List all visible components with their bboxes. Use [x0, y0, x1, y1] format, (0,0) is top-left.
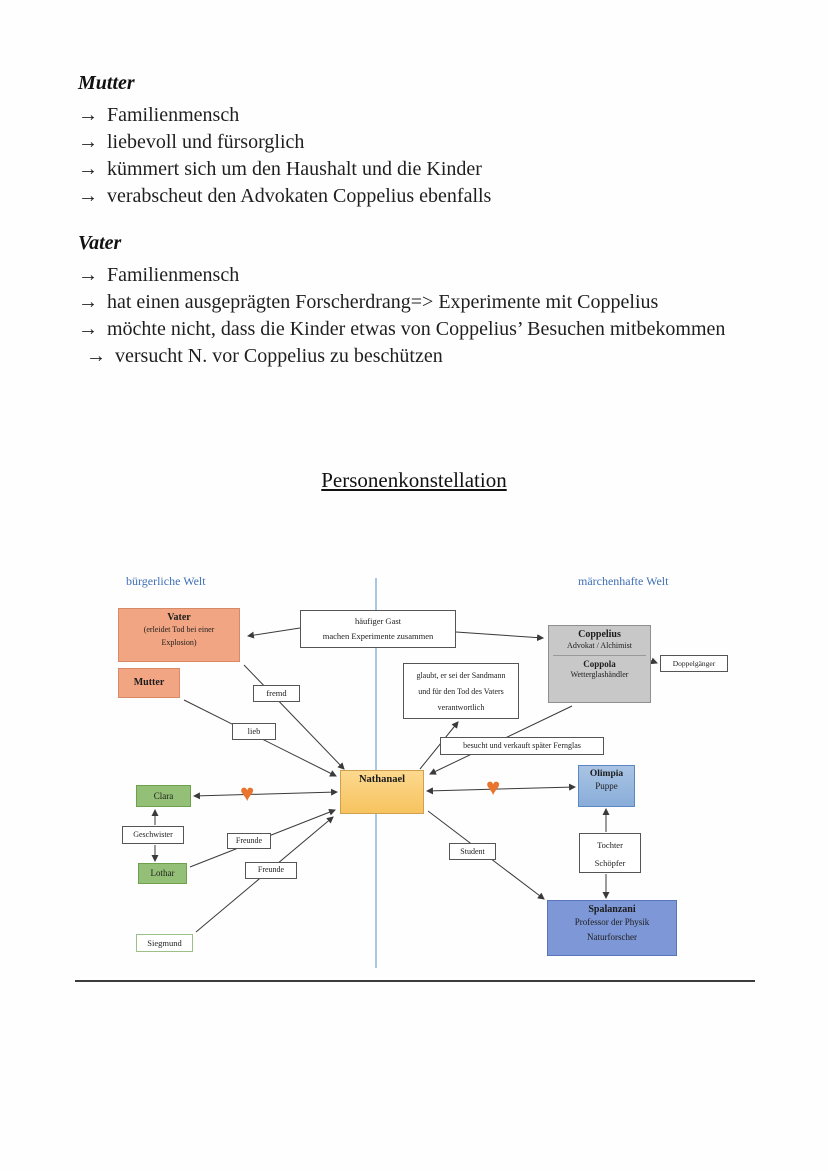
- note-item: → versucht N. vor Coppelius zu beschützen: [78, 343, 728, 370]
- edge-label-freunde-text: Freunde: [257, 865, 285, 874]
- note-item: → Familienmensch: [78, 262, 728, 289]
- section-heading-vater: Vater: [78, 232, 122, 254]
- arrow-bullet-icon: →: [78, 158, 98, 180]
- node-siegmund: Siegmund: [136, 934, 193, 952]
- arrow-nathanael-glaubt: [419, 721, 459, 770]
- section-heading-mutter: Mutter: [78, 72, 135, 94]
- arrow-bullet-icon: →: [78, 264, 98, 286]
- arrow-bullet-icon: →: [78, 104, 98, 126]
- note-item: → Familienmensch: [78, 102, 728, 129]
- node-lothar: Lothar: [138, 863, 187, 884]
- edge-label-freunde: Freunde: [245, 862, 297, 879]
- node-doppelgaenger-label: Doppelgänger: [672, 659, 716, 668]
- node-coppelius-divider: [553, 655, 646, 656]
- edge-label-freunde-text: Freunde: [235, 836, 263, 845]
- note-text: versucht N. vor Coppelius zu beschützen: [115, 345, 443, 367]
- node-vater-sub: Explosion): [161, 638, 197, 647]
- node-coppola-sub: Wetterglashändler: [570, 670, 629, 679]
- node-coppelius-title: Coppelius: [578, 629, 621, 640]
- node-glaubt-sandmann: glaubt, er sei der Sandmann und für den …: [403, 663, 519, 719]
- edge-label-fremd-text: fremd: [266, 688, 287, 698]
- node-olimpia-sub: Puppe: [595, 781, 618, 791]
- world-label-left: bürgerliche Welt: [126, 574, 206, 588]
- node-clara-label: Clara: [153, 791, 174, 801]
- note-item: → kümmert sich um den Haushalt und die Ki…: [78, 156, 728, 183]
- node-mutter: Mutter: [118, 668, 180, 698]
- arrow-bullet-icon: →: [78, 291, 98, 313]
- note-text: verabscheut den Advokaten Coppelius eben…: [107, 185, 492, 207]
- node-doppelgaenger: Doppelgänger: [660, 655, 728, 672]
- node-spalanzani: Spalanzani Professor der Physik Naturfor…: [547, 900, 677, 956]
- node-vater: Vater (erleidet Tod bei einer Explosion): [118, 608, 240, 662]
- node-glaubt-line: glaubt, er sei der Sandmann: [416, 671, 506, 680]
- arrow-gast-coppelius: [455, 631, 545, 642]
- notes-section: Mutter → Familienmensch → liebevoll und fü…: [78, 72, 728, 370]
- arrow-bullet-icon: →: [78, 318, 98, 340]
- edge-label-geschwister-text: Geschwister: [133, 830, 173, 839]
- note-text: hat einen ausgeprägten Forscherdrang=> E…: [107, 291, 659, 313]
- node-spalanzani-sub: Professor der Physik: [574, 917, 650, 927]
- note-text: liebevoll und fürsorglich: [107, 131, 305, 153]
- note-item: → verabscheut den Advokaten Coppelius ebe…: [78, 183, 728, 210]
- arrow-clara-nathanael: [192, 788, 339, 800]
- page-divider-rule: [75, 980, 755, 982]
- node-gast-line: häufiger Gast: [354, 616, 402, 626]
- section-mutter: Mutter → Familienmensch → liebevoll und fü…: [78, 72, 728, 210]
- edge-label-lieb-text: lieb: [247, 726, 261, 736]
- node-glaubt-line: verantwortlich: [437, 703, 485, 712]
- diagram-title: Personenkonstellation: [321, 468, 507, 492]
- edge-label-besucht-text: besucht und verkauft später Fernglas: [463, 741, 581, 750]
- node-spalanzani-sub: Naturforscher: [587, 932, 637, 942]
- arrow-bullet-icon: →: [78, 185, 98, 207]
- constellation-diagram: bürgerliche Welt märchenhafte Welt Vater…: [0, 570, 828, 982]
- arrow-nathanael-olimpia: [425, 783, 577, 795]
- heart-icon: ♥: [486, 775, 501, 801]
- node-vater-title: Vater: [167, 612, 191, 623]
- note-text: Familienmensch: [107, 104, 240, 126]
- arrow-gast-vater: [246, 627, 301, 639]
- node-nathanael: Nathanael: [340, 770, 424, 814]
- node-nathanael-title: Nathanael: [358, 774, 406, 785]
- node-olimpia-title: Olimpia: [589, 769, 624, 779]
- note-item: → liebevoll und fürsorglich: [78, 129, 728, 156]
- node-siegmund-label: Siegmund: [147, 938, 182, 948]
- heart-icon: ♥: [240, 781, 255, 807]
- note-text: möchte nicht, dass die Kinder etwas von …: [107, 318, 726, 340]
- edge-label-student-text: Student: [460, 847, 485, 856]
- note-text: kümmert sich um den Haushalt und die Kin…: [107, 158, 482, 180]
- edge-label-besucht: besucht und verkauft später Fernglas: [440, 737, 604, 755]
- arrow-bullet-icon: →: [78, 131, 98, 153]
- note-item: → hat einen ausgeprägten Forscherdrang=> …: [78, 289, 728, 316]
- node-gast-line: machen Experimente zusammen: [322, 631, 434, 641]
- node-olimpia: Olimpia Puppe: [578, 765, 635, 807]
- node-mutter-title: Mutter: [133, 677, 165, 688]
- node-coppola-title: Coppola: [583, 659, 616, 669]
- node-haeufiger-gast: häufiger Gast machen Experimente zusamme…: [300, 610, 456, 648]
- edge-label-geschwister: Geschwister: [122, 826, 184, 844]
- edge-label-tochter-schoepfer: Tochter Schöpfer: [579, 833, 641, 873]
- arrow-vater-nathanael: [243, 664, 345, 770]
- edge-label-tochter-text: Tochter: [597, 840, 623, 850]
- note-item: → möchte nicht, dass die Kinder etwas von…: [78, 316, 728, 343]
- node-glaubt-line: und für den Tod des Vaters: [418, 687, 504, 696]
- node-coppelius-sub: Advokat / Alchimist: [567, 641, 632, 650]
- note-text: Familienmensch: [107, 264, 240, 286]
- edge-label-freunde: Freunde: [227, 833, 271, 849]
- node-spalanzani-title: Spalanzani: [588, 904, 636, 915]
- node-clara: Clara: [136, 785, 191, 807]
- world-label-right: märchenhafte Welt: [578, 574, 669, 588]
- node-lothar-label: Lothar: [150, 868, 175, 878]
- arrow-bullet-icon: →: [86, 345, 106, 367]
- section-vater: Vater → Familienmensch → hat einen ausgepr…: [78, 232, 728, 370]
- edge-label-lieb: lieb: [232, 723, 276, 740]
- node-vater-sub: (erleidet Tod bei einer: [143, 625, 215, 634]
- edge-label-fremd: fremd: [253, 685, 300, 702]
- edge-label-student: Student: [449, 843, 496, 860]
- node-coppelius: Coppelius Advokat / Alchimist Coppola We…: [548, 625, 651, 703]
- edge-label-schoepfer-text: Schöpfer: [594, 858, 626, 868]
